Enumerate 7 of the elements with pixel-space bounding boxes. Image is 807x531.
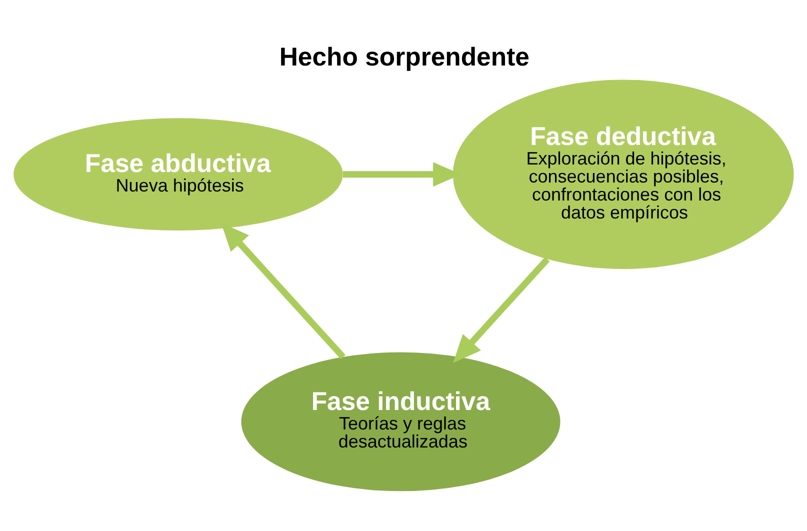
node-ellipse: Fase deductiva Exploración de hipótesis, consecuencias posibles, confrontaciones con los datos empíricos bbox=[452, 79, 794, 268]
diagram-title: Hecho sorprendente bbox=[279, 43, 530, 72]
node-ellipse: Fase abductiva Nueva hipótesis bbox=[14, 118, 343, 230]
arrow bbox=[453, 256, 550, 362]
node-ellipse: Fase inductiva Teorías y reglas desactualizadas bbox=[241, 352, 560, 491]
arrow bbox=[221, 222, 346, 359]
arrow bbox=[342, 162, 462, 186]
